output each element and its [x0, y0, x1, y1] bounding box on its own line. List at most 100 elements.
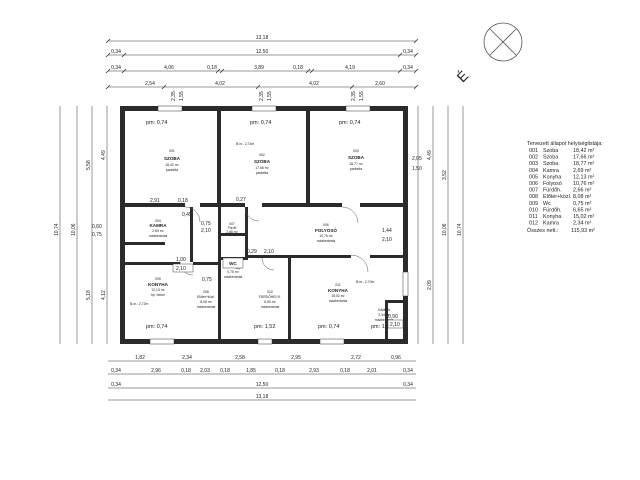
dim-right-overall: 10,74 [457, 223, 463, 236]
dim-top-v4: 1,55 [267, 91, 273, 101]
schedule-row-1-col-1: 001 [529, 148, 538, 154]
schedule-row-12-col-3: 2,34 m² [573, 221, 591, 227]
schedule-row-11-col-3: 15,02 m² [573, 214, 594, 220]
inner-dim-17: 2,10 [264, 249, 274, 255]
room-005: 005 KONYHA 12,13 m² hp. beton [148, 277, 169, 297]
inner-dim-16: 0,29 [247, 249, 257, 255]
dim-right-b: 2,09 [427, 280, 433, 290]
schedule-title: Tervezett állapot helyiséglistája: [527, 141, 603, 147]
room-009-floor: mázkerámia [224, 275, 243, 279]
schedule-row-9-col-2: Wc [543, 201, 551, 207]
dim-bot-r2-c: 0,18 [181, 368, 191, 374]
schedule-row-11-col-2: Konyha [543, 214, 561, 220]
schedule-row-7-col-1: 007 [529, 188, 538, 194]
dim-top-r4-d: 2,60 [375, 81, 385, 87]
dim-left-overall: 10,74 [54, 223, 60, 236]
dim-right-c: 3,52 [442, 170, 448, 180]
sill-labels: pm: 0,74 pm: 0,74 pm: 0,74 pm: 0,74 pm: … [146, 120, 392, 330]
room-011-name: KONYHA [328, 288, 349, 293]
room-004: 004 KAMRA 2,69 m² mázkerámia [149, 219, 168, 238]
inner-dim-15: 1,50 [412, 166, 422, 172]
room-008-name: Előtér+közl. [197, 295, 215, 299]
dim-bot-r2-h: 2,93 [309, 368, 319, 374]
height-label-1: B.m.: 2,74m [236, 142, 254, 146]
inner-dim-12: 0,90 [388, 314, 398, 320]
inner-dimensions: 2,91 0,18 0,45 0,75 0,27 2,10 1,44 2,10 … [150, 156, 422, 329]
room-001-num: 001 [169, 149, 175, 153]
schedule-row-4-col-2: Kamra [543, 168, 559, 174]
room-011-num: 011 [335, 283, 341, 287]
room-003-name: SZOBA [348, 155, 365, 160]
room-010-area: 6,65 m² [264, 300, 276, 304]
schedule-row-5-col-2: Konyha [543, 174, 561, 180]
height-label-3: B.m.: 2,70m [356, 280, 374, 284]
dim-bot-r2-f: 1,85 [246, 368, 256, 374]
north-symbol: É [453, 67, 471, 85]
dim-bot-r3-b: 12,50 [256, 382, 269, 388]
room-008-floor: mázkerámia [197, 305, 216, 309]
sill-label-001: pm: 0,74 [146, 120, 167, 126]
dim-top-v6: 1,55 [359, 91, 365, 101]
room-009-area: 0,75 m² [227, 270, 239, 274]
schedule-row-12-col-1: 012 [529, 221, 538, 227]
schedule-total-label: Összes nett.: [527, 227, 558, 234]
room-005-area: 12,13 m² [151, 288, 165, 292]
room-001: 001 SZOBA 18,42 m² parketta [164, 149, 181, 172]
room-011-area: 15,02 m² [331, 294, 345, 298]
inner-dim-11: 0,75 [202, 277, 212, 283]
inner-dim-7: 1,44 [382, 228, 392, 234]
dim-top-r4-c: 4,02 [309, 81, 319, 87]
dim-bot-r1-e: 2,72 [351, 355, 361, 361]
room-012: KAMRA 2,34 m² mázkerámia [375, 308, 394, 322]
room-010-name: FÜRDŐHELYI. [259, 294, 282, 299]
dim-top-r2-a: 0,34 [111, 49, 121, 55]
dim-bot-r3-c: 0,34 [403, 382, 413, 388]
dim-bot-r1-a: 1,82 [135, 355, 145, 361]
room-003: 003 SZOBA 18,77 m² parketta [348, 149, 365, 171]
room-007: 007 Fürdő 2,66 m² [226, 222, 238, 234]
dim-left-c: 4,49 [101, 150, 107, 160]
sill-label-002: pm: 0,74 [250, 120, 271, 126]
schedule-row-3-col-2: Szoba [543, 161, 558, 167]
room-006-floor: mázkerámia [317, 239, 336, 243]
room-006-num: 006 [323, 223, 329, 227]
dim-bot-overall: 13,18 [256, 394, 269, 400]
room-012-name: KAMRA [378, 308, 391, 312]
room-008: 008 Előtér+közl. 8,08 m² mázkerámia [197, 290, 216, 309]
dim-left-a: 5,58 [86, 160, 92, 170]
room-002-num: 002 [259, 153, 265, 157]
north-arrow-icon [483, 22, 523, 62]
schedule-row-8-col-1: 008 [529, 194, 538, 200]
left-dimension-chain: 10,74 10,06 5,58 5,18 4,49 4,12 0,60 0,7… [54, 106, 108, 344]
room-010: 010 FÜRDŐHELYI. 6,65 m² mázkerámia [259, 290, 282, 309]
room-001-area: 18,42 m² [165, 163, 179, 167]
schedule-row-5-col-1: 005 [529, 174, 538, 180]
schedule-row-4-col-3: 2,69 m² [573, 168, 591, 174]
inner-dim-3: 0,45 [182, 212, 192, 218]
dim-top-r3-a: 0,34 [111, 65, 121, 71]
wc-label: WC [229, 261, 237, 266]
schedule-row-10-col-2: Fürdőh. [543, 207, 562, 213]
bottom-dimension-chain: 1,82 2,34 2,58 2,95 2,72 0,96 0,34 2,96 … [108, 355, 416, 401]
room-002: 002 SZOBA 17,66 m² parketta [254, 153, 271, 175]
dim-bot-r2-b: 2,96 [151, 368, 161, 374]
top-dimension-chain: 13,18 0,34 12,50 0,34 0,34 4,06 0,18 3,8… [105, 35, 419, 101]
schedule-row-1-col-3: 18,42 m² [573, 148, 594, 154]
schedule-row-6-col-3: 10,76 m² [573, 181, 594, 187]
inner-dim-13: 2,10 [390, 322, 400, 328]
dim-top-r3-f: 4,19 [345, 65, 355, 71]
room-009: WC 0,75 m² mázkerámia [222, 257, 244, 279]
dim-left-inner: 10,06 [71, 223, 77, 236]
sill-label-003: pm: 0,74 [339, 120, 360, 126]
dim-bot-r1-c: 2,58 [235, 355, 245, 361]
dim-top-overall: 13,18 [256, 35, 269, 41]
inner-dim-6: 2,10 [201, 228, 211, 234]
inner-dim-5: 0,27 [236, 197, 246, 203]
room-005-name: KONYHA [148, 282, 169, 287]
dim-bot-r2-d: 2,03 [200, 368, 210, 374]
schedule-row-6-col-1: 006 [529, 181, 538, 187]
room-002-floor: parketta [256, 171, 268, 175]
room-004-floor: mázkerámia [149, 234, 168, 238]
room-003-area: 18,77 m² [349, 162, 363, 166]
